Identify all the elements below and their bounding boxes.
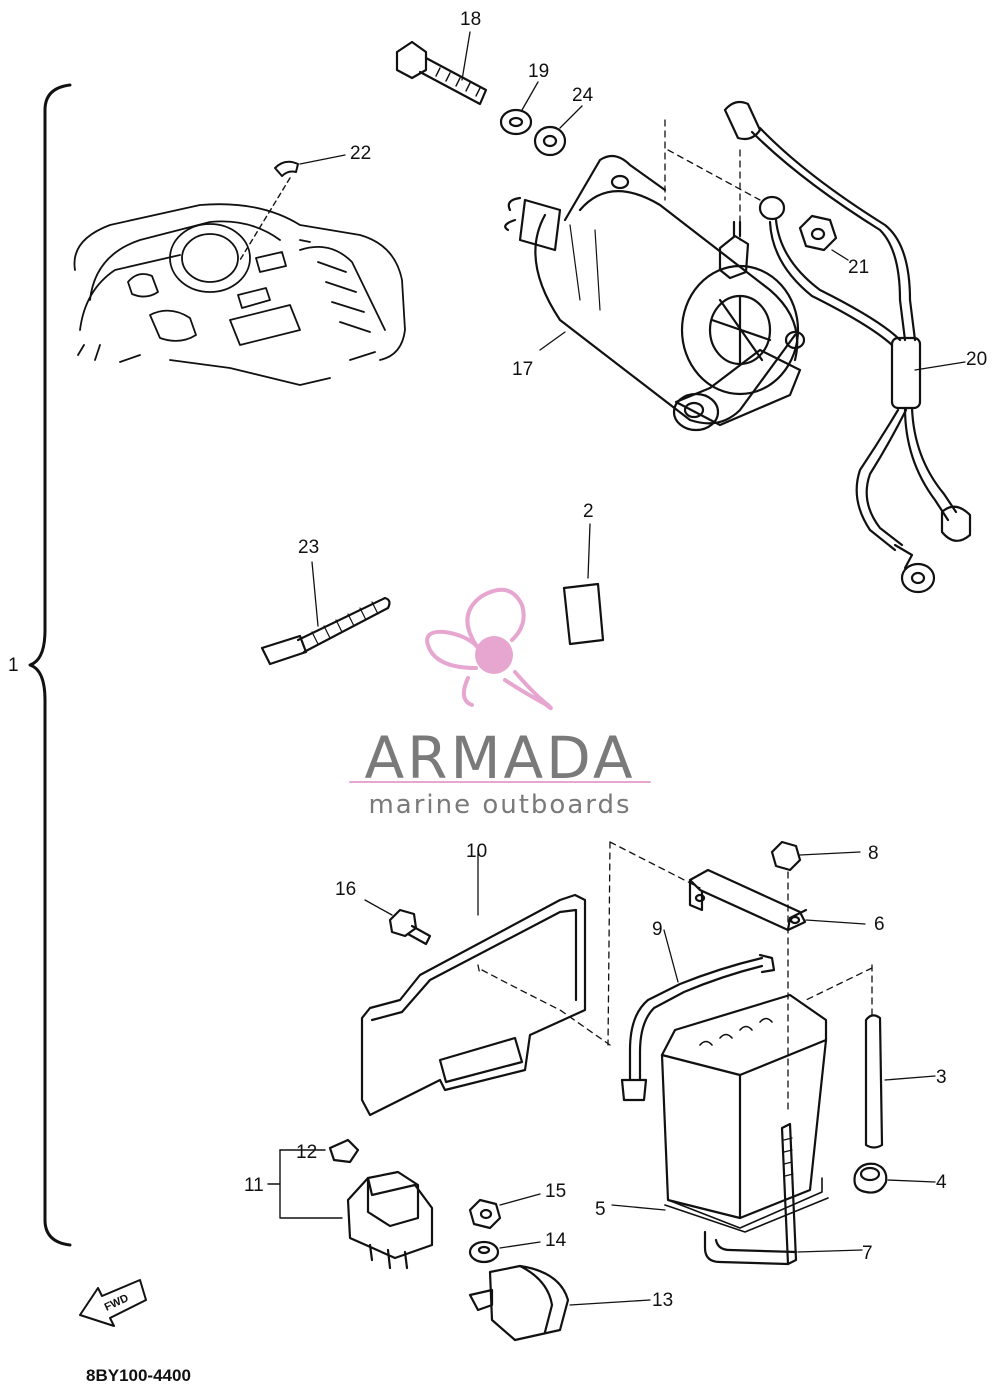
callout-label: 4 — [936, 1172, 947, 1193]
label-plate-part-2 — [562, 523, 605, 646]
callout-label: 23 — [298, 537, 320, 558]
callout-label: 11 — [244, 1175, 264, 1196]
callout-label: 9 — [652, 919, 663, 940]
callout-label: 7 — [862, 1243, 873, 1264]
spacer-part-3 — [864, 964, 936, 1149]
callout-label: 6 — [874, 914, 885, 935]
forward-arrow-icon — [79, 1279, 147, 1327]
battery-lead-part-9 — [620, 929, 776, 1102]
fuse-holder-part-13 — [468, 1264, 651, 1342]
starter-motor-part-17 — [504, 119, 806, 432]
callout-label: 1 — [8, 655, 19, 676]
nut-part-15 — [468, 1193, 541, 1230]
grommet-part-4 — [853, 1162, 936, 1194]
callout-label: 5 — [595, 1199, 606, 1220]
engine-block-sketch — [73, 203, 406, 386]
relay-part-11 — [267, 1138, 434, 1270]
armada-wordmark: ARMADA — [364, 724, 636, 792]
callout-label: 18 — [460, 9, 482, 30]
battery-cable-part-20 — [723, 100, 972, 594]
callout-label: 12 — [296, 1142, 318, 1163]
battery-cover-part-10 — [360, 849, 611, 1117]
callout-label: 14 — [545, 1230, 567, 1251]
callout-label: 3 — [936, 1067, 947, 1088]
callout-label: 2 — [583, 501, 594, 522]
callout-label: 8 — [868, 843, 879, 864]
catalog-code: 8BY100-4400 — [86, 1366, 191, 1385]
callout-label: 20 — [966, 349, 988, 370]
callout-label: 15 — [545, 1181, 567, 1202]
rod-part-7 — [703, 1122, 863, 1266]
callout-label: 21 — [848, 257, 870, 278]
callout-label: 24 — [572, 85, 594, 106]
armada-tagline: marine outboards — [368, 790, 632, 820]
callout-label: 17 — [512, 359, 534, 380]
nut-part-21 — [798, 214, 849, 261]
callout-label: 22 — [350, 143, 372, 164]
washer-part-14 — [468, 1240, 541, 1264]
callout-label: 13 — [652, 1290, 674, 1311]
nut-part-8 — [770, 840, 861, 1111]
cable-tie-part-23 — [260, 561, 391, 666]
washer-part-24 — [533, 105, 583, 157]
hold-down-bracket-part-6 — [607, 841, 866, 1046]
callout-label: 16 — [335, 879, 357, 900]
bolt-part-18 — [395, 31, 488, 106]
assembly-brace — [28, 83, 72, 1247]
screw-part-16 — [364, 899, 432, 946]
battery-part-5 — [611, 967, 873, 1233]
lock-washer-part-19 — [499, 81, 539, 136]
clip-part-22 — [239, 154, 346, 261]
armada-propeller-logo — [425, 587, 553, 711]
callout-label: 10 — [466, 841, 488, 862]
callout-label: 19 — [528, 61, 550, 82]
